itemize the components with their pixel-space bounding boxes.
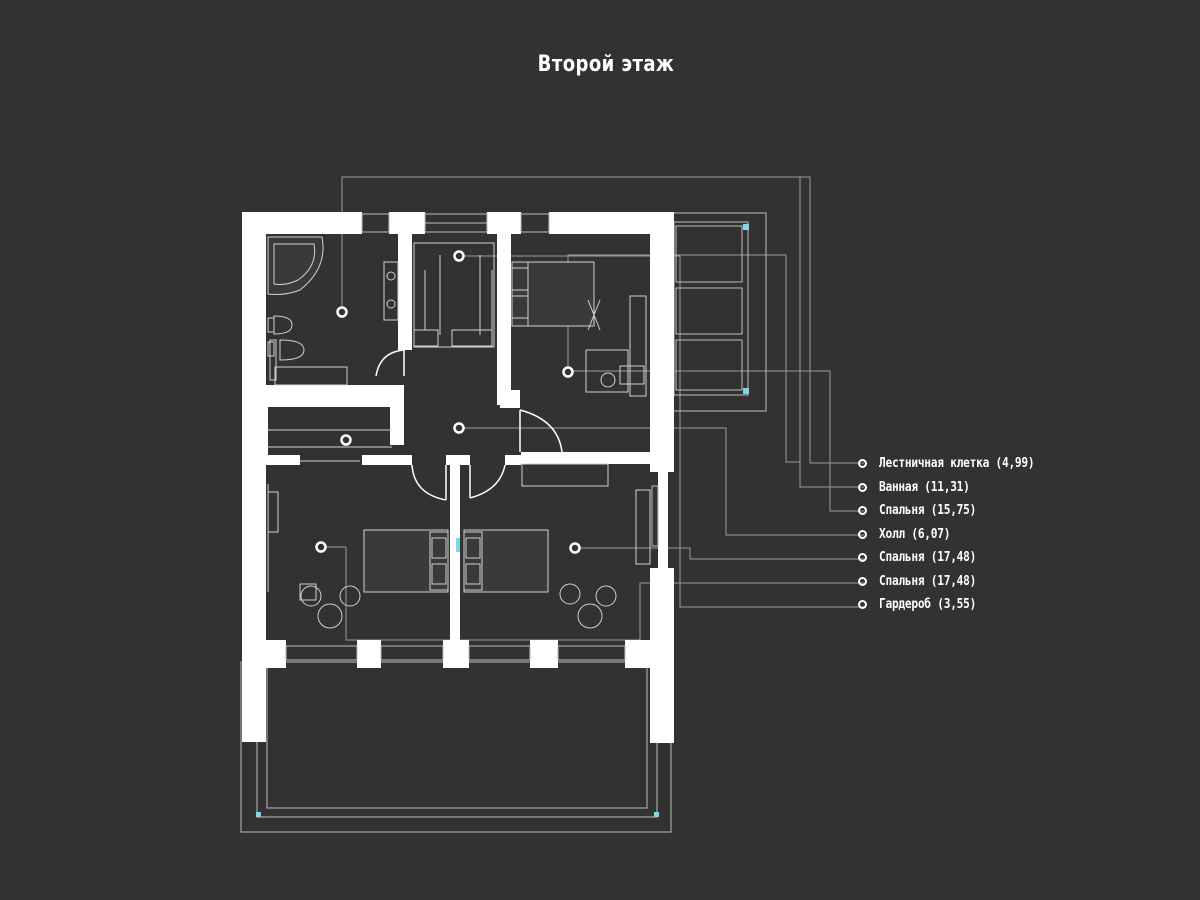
marker-wardrobe (453, 250, 465, 262)
legend-label: Лестничная клетка (4,99) (879, 456, 1035, 472)
room-legend: Лестничная клетка (4,99) Ванная (11,31) … (858, 452, 1060, 617)
legend-item: Лестничная клетка (4,99) (858, 452, 1060, 476)
furniture (267, 236, 651, 629)
legend-marker-icon (858, 459, 867, 469)
legend-item: Спальня (15,75) (858, 499, 1060, 523)
marker-bedroom-1 (562, 366, 574, 378)
room-markers (315, 250, 581, 554)
legend-item: Спальня (17,48) (858, 546, 1060, 570)
marker-staircase (340, 434, 352, 446)
walls (242, 212, 674, 743)
legend-label: Спальня (17,48) (879, 550, 977, 566)
legend-label: Гардероб (3,55) (879, 597, 977, 613)
legend-item: Холл (6,07) (858, 523, 1060, 547)
leader-line-bedroom-3 (321, 546, 864, 641)
terrace-bottom (240, 661, 672, 833)
legend-marker-icon (858, 529, 867, 539)
leader-line-bedroom-2 (575, 547, 864, 560)
marker-hall (453, 422, 465, 434)
legend-label: Спальня (17,48) (879, 573, 977, 589)
balcony-right (667, 212, 767, 412)
leader-line-wardrobe (459, 255, 864, 608)
marker-bathroom (336, 306, 348, 318)
legend-marker-icon (858, 600, 867, 610)
page-title: Второй этаж (537, 52, 675, 77)
doors (375, 349, 563, 501)
windows (285, 213, 659, 661)
leader-line-bedroom-1 (567, 254, 800, 463)
marker-bedroom-3 (569, 542, 581, 554)
legend-marker-icon (858, 576, 867, 586)
legend-label: Спальня (15,75) (879, 503, 977, 519)
legend-label: Холл (6,07) (879, 526, 951, 542)
marker-bedroom-2 (315, 541, 327, 553)
legend-label: Ванная (11,31) (879, 479, 970, 495)
legend-item: Ванная (11,31) (858, 476, 1060, 500)
legend-marker-icon (858, 482, 867, 492)
legend-item: Спальня (17,48) (858, 570, 1060, 594)
legend-marker-icon (858, 553, 867, 563)
legend-marker-icon (858, 506, 867, 516)
leader-line-bedroom-1b (569, 370, 864, 512)
leader-line-hall (459, 427, 864, 536)
legend-item: Гардероб (3,55) (858, 593, 1060, 617)
